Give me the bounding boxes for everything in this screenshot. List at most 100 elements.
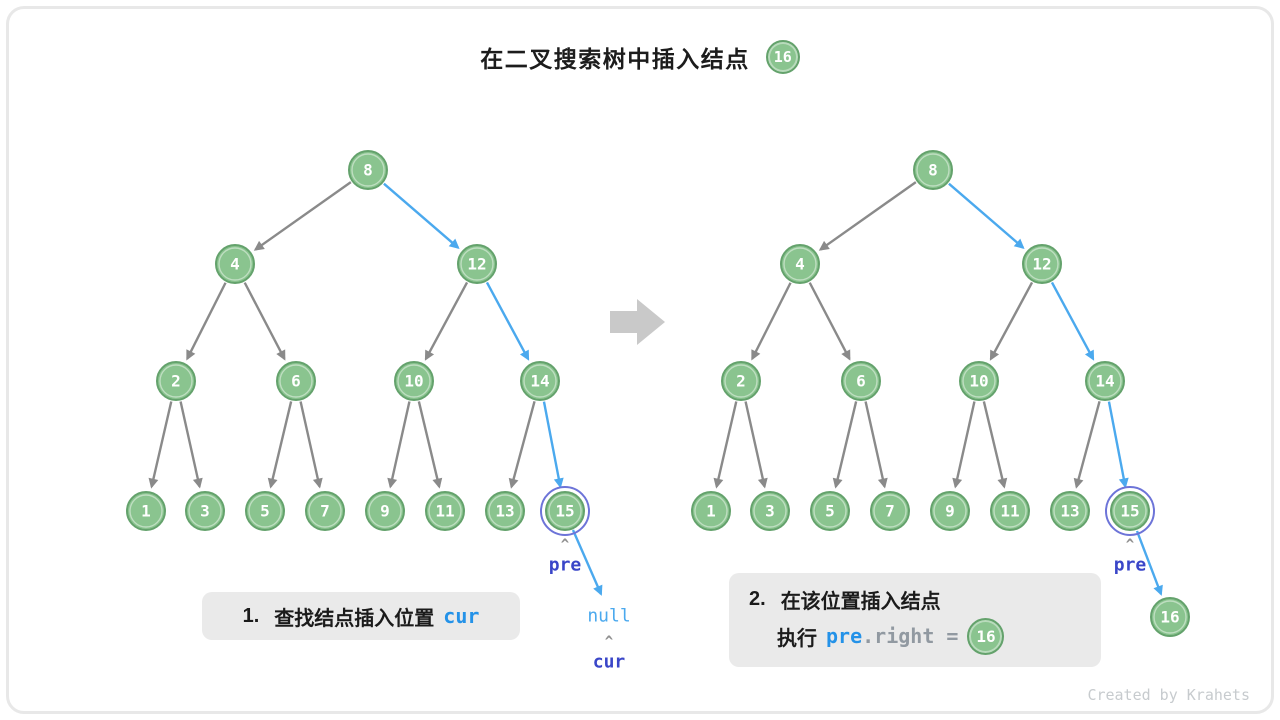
tree-node [691,491,731,531]
tree-node [841,361,881,401]
tree-node-value: 13 [1060,502,1079,521]
step2-number: 2. [749,588,766,610]
tree-node-inner-ring [724,364,758,398]
tree-node-value: 13 [495,502,514,521]
tree-edge [744,401,768,489]
tree-node-inner-ring [993,494,1027,528]
tree-node [1110,491,1150,531]
tree-node [425,491,465,531]
tree-edge [751,282,792,361]
tree-node-inner-ring [1053,494,1087,528]
tree-node-value: 2 [171,372,181,391]
tree-node-inner-ring [188,494,222,528]
tree-node-value: 4 [230,255,240,274]
tree-node-value: 10 [969,372,988,391]
tree-node-inner-ring [1153,600,1187,634]
tree-node-inner-ring [218,247,252,281]
tree-node [1050,491,1090,531]
inserted-node-badge: 16 [765,40,800,74]
tree-node-value: 8 [928,161,938,180]
tree-node-value: 7 [320,502,330,521]
tree-node-value: 3 [765,502,775,521]
step2-text: 在该位置插入结点 [780,591,941,613]
tree-node-value: 2 [736,372,746,391]
tree-node-value: 11 [1000,502,1019,521]
tree-node [959,361,999,401]
tree-edge [387,401,411,489]
tree-node-inner-ring [753,494,787,528]
tree-node-inner-ring [873,494,907,528]
tree-edge [832,401,858,489]
tree-edge [485,281,530,361]
tree-node-inner-ring [248,494,282,528]
tree-edge [864,401,888,489]
tree-node-value: 8 [363,161,373,180]
tree-node [276,361,316,401]
tree-node-inner-ring [916,153,950,187]
tree-node-value: 9 [380,502,390,521]
tree-node [305,491,345,531]
step2-line2: 执行 pre.right = 16 [777,618,1101,655]
insert-arrow [571,529,603,596]
tree-node-value: 10 [404,372,423,391]
watermark: Created by Krahets [1087,686,1250,704]
tree-edge [299,401,323,489]
tree-node-inner-ring [783,247,817,281]
tree-node-value: 3 [200,502,210,521]
tree-node [810,491,850,531]
tree-node-value: 12 [1032,255,1051,274]
step2-code-rest: .right = [862,624,959,648]
step1-code-cur: cur [443,604,480,628]
tree-edge [542,401,564,489]
step2-line1: 2. 在该位置插入结点 [749,585,1101,614]
tree-edge [818,181,917,251]
caret-icon: ^ [604,634,614,650]
tree-node-value: 6 [291,372,301,391]
tree-edge [989,281,1034,361]
tree-edge [1050,281,1095,361]
step2-caption: 2. 在该位置插入结点 执行 pre.right = 16 [729,573,1101,667]
step2-exec-text: 执行 [777,628,817,650]
step1-caption: 1. 查找结点插入位置 cur [202,592,520,640]
tree-node-inner-ring [933,494,967,528]
tree-edge [948,182,1025,249]
tree-node [457,244,497,284]
tree-node-inner-ring [1088,364,1122,398]
tree-edge [417,401,443,489]
tree-edge [1073,400,1101,489]
tree-node [1085,361,1125,401]
tree-node-inner-ring [397,364,431,398]
tree-edge [713,401,738,489]
tree-node-value: 5 [825,502,835,521]
tree-node [750,491,790,531]
tree-node-value: 11 [435,502,454,521]
tree-node [913,150,953,190]
tree-node-inner-ring [368,494,402,528]
tree-edge [808,282,851,361]
tree-node-value: 6 [856,372,866,391]
tree-node-inner-ring [813,494,847,528]
tree-node-inner-ring [428,494,462,528]
title-row: 在二叉搜索树中插入结点 16 [0,40,1280,74]
tree-node-inner-ring [694,494,728,528]
tree-node [185,491,225,531]
tree-node-value: 4 [795,255,805,274]
tree-node [156,361,196,401]
tree-node-ring [1105,486,1155,536]
tree-node [545,491,585,531]
step1-number: 1. [242,604,260,627]
tree-node [365,491,405,531]
pre-pointer-label-left: pre [548,554,582,576]
tree-node-inner-ring [523,364,557,398]
null-label: null [587,605,631,627]
tree-edge [424,281,469,361]
cur-pointer-label: cur [592,651,626,673]
tree-node [1022,244,1062,284]
tree-node-value: 1 [706,502,716,521]
tree-node-inner-ring [962,364,996,398]
tree-edge [982,401,1008,489]
tree-node [990,491,1030,531]
